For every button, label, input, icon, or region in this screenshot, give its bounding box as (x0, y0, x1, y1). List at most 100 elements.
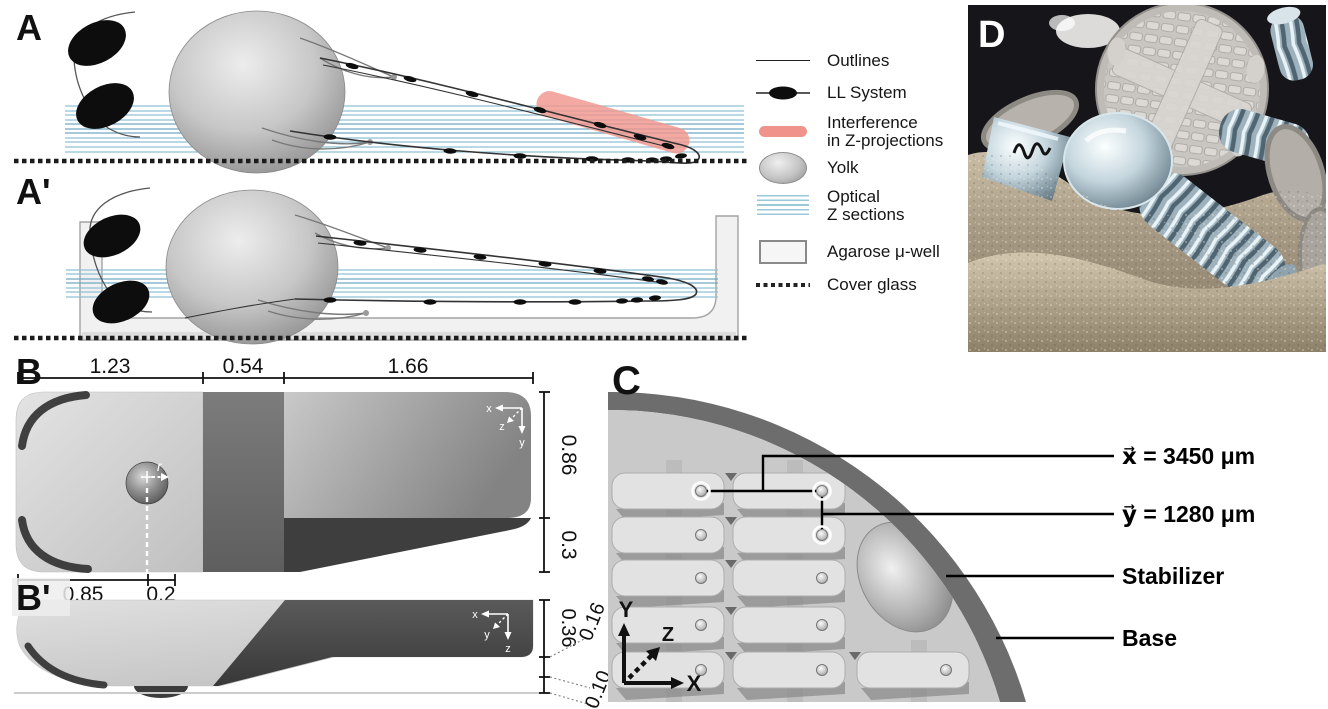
pin (816, 529, 828, 541)
axis-icon-c: Y X Z (618, 597, 702, 696)
eye (83, 214, 141, 258)
mold-bottom-wedge (284, 518, 531, 572)
cell-notch (725, 652, 737, 660)
pin (940, 664, 952, 676)
axis-y-label: y (484, 629, 490, 641)
yolk (165, 189, 339, 345)
dim-leader (549, 692, 599, 708)
outlines-line-swatch (756, 60, 810, 62)
panel-a: A (14, 7, 748, 174)
axis-x-label: X (687, 671, 702, 696)
mold-array (611, 460, 970, 702)
dark-slab (213, 600, 533, 686)
pin-highlight-ring (812, 525, 832, 545)
panel-b-prime-letter: B' (16, 577, 51, 618)
panel-b-diagram: r x y z 1.23 0.54 1.66 0.86 0.3 (12, 351, 616, 709)
corner-shade (18, 516, 92, 573)
pin (695, 572, 707, 584)
pin (816, 664, 828, 676)
dim-label: 0.54 (223, 355, 264, 378)
x-spacing-label: x⃗ = 3450 μm (1122, 443, 1255, 469)
agarose-well-swatch (756, 240, 810, 264)
y-spacing-label: y⃗ = 1280 μm (1122, 501, 1255, 527)
x-leader (761, 454, 1114, 491)
legend-label: Outlines (827, 51, 890, 70)
cell-notch (725, 473, 737, 481)
ll-system-swatch (756, 85, 810, 101)
axis-x-label: x (472, 609, 478, 621)
mold-step-block (203, 392, 284, 572)
mold-cell (856, 651, 970, 689)
ll-system-neuromasts (323, 240, 668, 305)
legend-label: in Z-projections (827, 130, 944, 150)
panel-a-letter: A (16, 7, 42, 48)
mold-cell (732, 559, 846, 597)
pin (816, 619, 828, 631)
pin (816, 485, 828, 497)
corner-shade (24, 642, 108, 689)
mold-cell (611, 559, 725, 597)
pin (695, 529, 707, 541)
stabilizer-label: Stabilizer (1122, 563, 1224, 589)
panel-a-diagram: A (14, 7, 748, 345)
mold-cell (732, 606, 846, 644)
optical-z-sections (66, 269, 718, 298)
axis-z-label: z (505, 643, 511, 655)
cell-notch (725, 607, 737, 615)
legend: Outlines LL System Interference in Z-pro… (756, 0, 968, 350)
legend-label: Z sections (827, 204, 905, 224)
legend-item-ll-system: LL System (756, 84, 907, 102)
axis-y-label: Y (619, 597, 634, 622)
legend-item-outlines: Outlines (756, 52, 889, 70)
panel-a-prime: A' (14, 171, 748, 345)
axis-z-label: z (499, 421, 505, 433)
dim-label: 0.3 (557, 530, 580, 559)
background-screw (1267, 6, 1313, 81)
legend-label: Interference (827, 113, 918, 132)
legend-label: LL System (827, 83, 907, 102)
mold-cell (732, 516, 846, 554)
mold-cell (611, 651, 725, 689)
legend-label: Optical (827, 187, 880, 206)
out-of-focus-highlight (1049, 15, 1075, 31)
pin-highlight-ring (691, 481, 711, 501)
legend-item-optical-z: Optical Z sections (756, 188, 904, 223)
pin (695, 619, 707, 631)
dim-label: 1.23 (90, 355, 131, 378)
panel-b-prime-letter-group: B' (12, 577, 70, 618)
corner-shade (18, 391, 90, 450)
axis-icon-b-prime: x z y (472, 609, 512, 655)
cell-notch (725, 560, 737, 568)
mold-right-block (284, 392, 531, 518)
dim-leader (549, 676, 591, 689)
well-floor-shade (82, 332, 736, 339)
mold-cell (611, 516, 725, 554)
pin (695, 664, 707, 676)
panel-a-prime-letter: A' (16, 171, 51, 212)
panel-b-mold-top-view: r x y z (15, 391, 531, 575)
eye (68, 20, 126, 66)
panel-c-letter: C (612, 359, 641, 403)
legend-label: Yolk (827, 158, 859, 178)
panel-b-prime-mold-side-view: x z y (14, 599, 540, 698)
eye (92, 280, 150, 324)
legend-item-cover-glass: Cover glass (756, 276, 917, 294)
handwritten-marking (1012, 142, 1052, 160)
legend-item-agarose: Agarose μ-well (756, 240, 940, 264)
axis-z-label: Z (662, 624, 674, 646)
ll-system-icon (756, 86, 810, 100)
cell-notch (849, 652, 861, 660)
panel-b-letter: B (16, 351, 42, 392)
label-backdrop (12, 578, 70, 616)
panel-d-photo: D (968, 5, 1326, 352)
axis-y-label: y (519, 437, 525, 449)
panel-d-letter: D (978, 14, 1005, 56)
legend-label: Agarose μ-well (827, 242, 940, 262)
base-rim (608, 391, 1026, 702)
panel-c-annotations: x⃗ = 3450 μm y⃗ = 1280 μm Stabilizer Bas… (1122, 443, 1255, 651)
well-pins (691, 481, 952, 676)
axis-icon-b: x y z (486, 403, 526, 449)
axis-x-label: x (486, 403, 492, 415)
legend-item-interference: Interference in Z-projections (756, 114, 943, 149)
